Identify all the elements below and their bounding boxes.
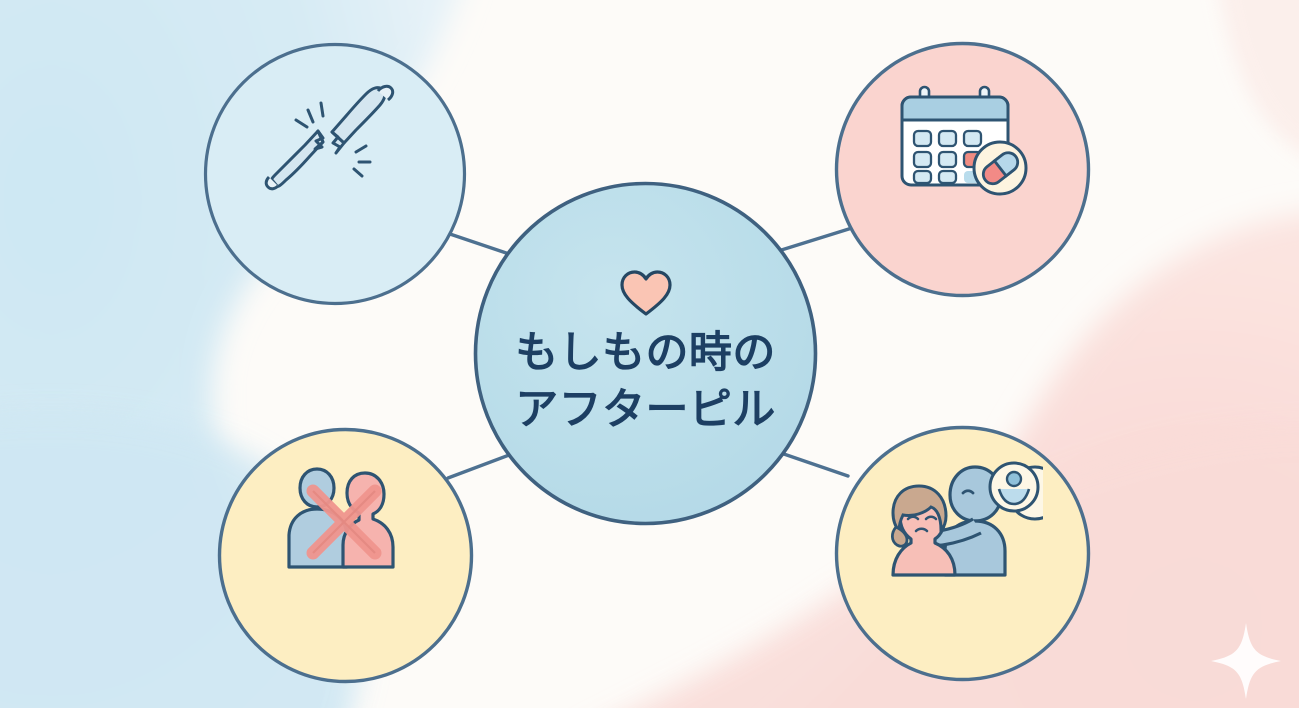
node-condom-failure-circle [203,42,467,306]
center-node[interactable]: もしもの時の アフターピル [472,180,819,527]
comfort-support-icon [883,455,1043,580]
calendar-pill-icon [888,83,1038,201]
node-unprotected-sex[interactable]: 避妊なしの 性行為 [217,427,474,684]
broken-condom-icon [260,76,410,191]
two-people-crossed-icon [281,457,411,572]
sparkle-icon [1211,623,1281,699]
center-node-circle [473,181,818,526]
connector-center-to-sexual-assault [776,450,850,478]
pink-blob-top-right [1220,0,1299,152]
connector-center-to-missed-pill [773,226,854,254]
node-sexual-assault[interactable]: 性被害 [834,425,1091,682]
heart-icon [619,269,673,317]
center-title: もしもの時の アフターピル [515,327,776,435]
node-missed-pill[interactable]: ピル飲み忘れ [834,41,1091,298]
node-condom-failure[interactable]: コンドーム 破損・脱落 [203,42,467,306]
connector-center-to-unprotected-sex [446,450,519,480]
